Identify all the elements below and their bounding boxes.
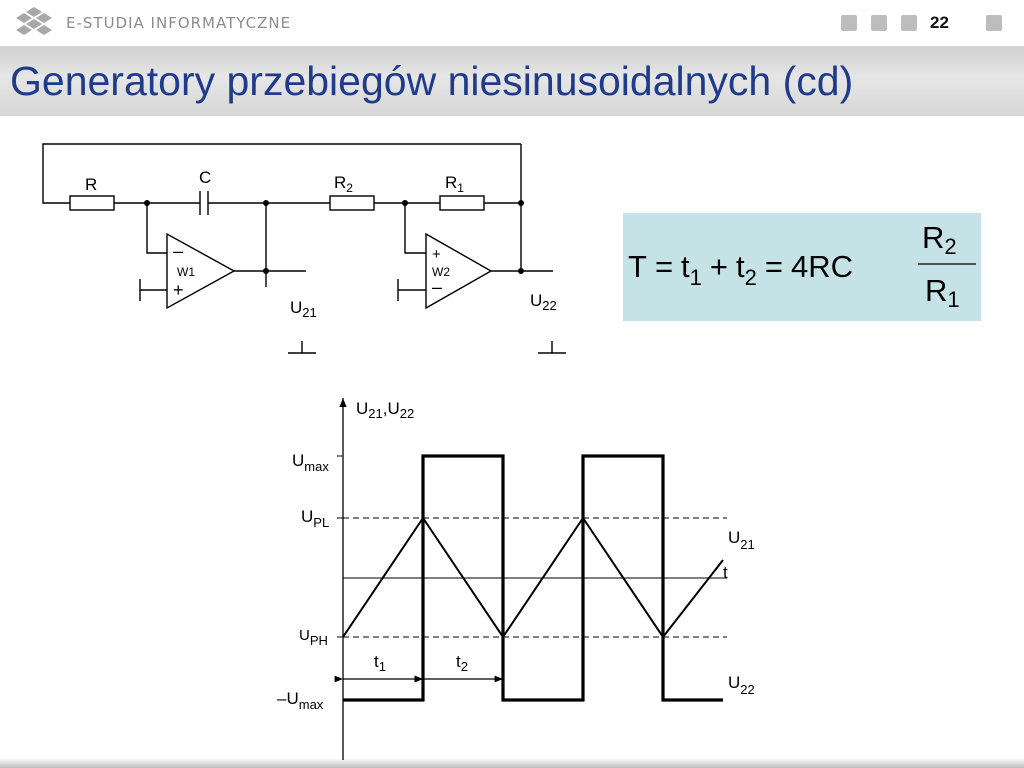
nav-square-3-icon[interactable] — [901, 15, 917, 31]
label-t2: t2 — [456, 652, 468, 674]
y-axis-label: U21,U22 — [356, 399, 414, 421]
label-t1: t1 — [374, 652, 386, 674]
resistor-r1 — [439, 195, 485, 211]
svg-text:R1: R1 — [925, 273, 960, 312]
svg-text:T=t1+t2=4RC: T=t1+t2=4RC — [628, 249, 853, 290]
label-time-axis: t — [723, 563, 728, 582]
opamp2-plus: + — [432, 246, 441, 263]
nav-square-4-icon[interactable] — [986, 15, 1002, 31]
label-r1: R1 — [445, 173, 464, 195]
resistor-r2 — [329, 195, 375, 211]
title-bar — [0, 46, 1024, 116]
label-c: C — [199, 168, 211, 187]
label-umax: Umax — [292, 451, 329, 474]
waveform-plot — [334, 398, 727, 760]
opamp-w2 — [425, 232, 493, 310]
svg-text:R2: R2 — [922, 220, 957, 259]
ground-u22-icon — [538, 341, 566, 354]
label-r: R — [85, 175, 97, 194]
ground-u21-icon — [288, 341, 316, 354]
triangle-wave-u21 — [342, 516, 724, 639]
nav-square-2-icon[interactable] — [871, 15, 887, 31]
square-wave-u22 — [343, 454, 723, 702]
label-trace-u21: U21 — [728, 528, 755, 552]
opamp1-name: W1 — [177, 265, 195, 279]
logo-icon — [16, 7, 52, 35]
slide-title: Generatory przebiegów niesinusoidalnych … — [10, 58, 854, 104]
nav-square-1-icon[interactable] — [841, 15, 857, 31]
capacitor-c — [199, 191, 209, 215]
opamp1-minus: – — [173, 241, 183, 261]
brand-name: E-STUDIA INFORMATYCZNE — [66, 14, 292, 32]
footer-bar — [0, 758, 1024, 768]
page-number: 22 — [930, 13, 949, 32]
label-trace-u22: U22 — [728, 673, 755, 697]
period-formula: T=t1+t2=4RC R2 R1 — [628, 220, 976, 312]
circuit-schematic — [42, 143, 566, 354]
label-neg-umax: –Umax — [277, 689, 324, 712]
opamp2-name: W2 — [432, 265, 450, 279]
label-r2: R2 — [334, 173, 353, 195]
opamp1-plus: + — [173, 280, 184, 300]
label-output-u22: U22 — [530, 291, 557, 313]
label-upl: UPL — [301, 507, 329, 530]
opamp2-minus: – — [432, 277, 442, 297]
opamp-w1 — [166, 232, 236, 310]
label-output-u21: U21 — [290, 298, 317, 320]
formula-box — [623, 213, 981, 321]
label-uph: UPH — [299, 627, 328, 648]
resistor-r — [69, 195, 115, 211]
